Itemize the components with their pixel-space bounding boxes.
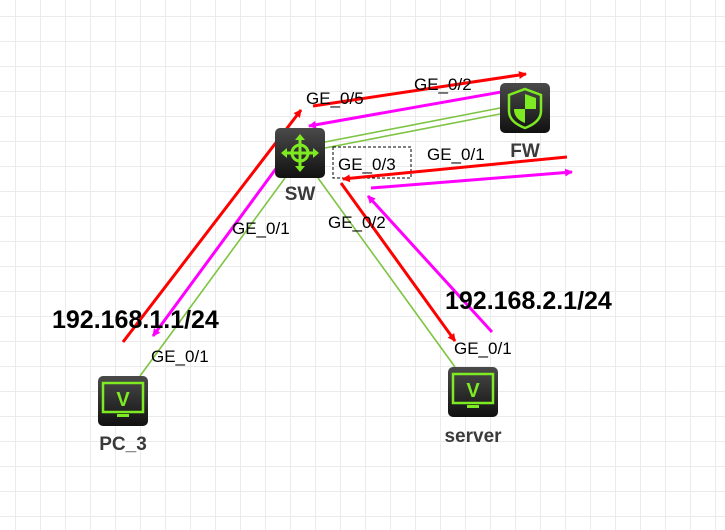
arrow-sw-to-fw-reply: [370, 168, 573, 190]
arrow-fw-to-sw-reply: [308, 87, 519, 129]
node-sw[interactable]: SW: [275, 128, 325, 205]
svg-text:V: V: [466, 380, 480, 402]
port-label: GE_0/2: [414, 75, 472, 94]
link-sw-server[interactable]: [317, 177, 456, 368]
port-selection-box: [332, 146, 412, 179]
arrow-server-to-sw-reply: [366, 194, 494, 334]
link-sw-pc[interactable]: [139, 177, 286, 377]
port-label: GE_0/1: [151, 347, 209, 366]
ip-label-server: 192.168.2.1/24: [445, 287, 612, 315]
node-label: server: [444, 426, 502, 447]
arrow-sw-to-fw: [312, 71, 527, 108]
port-label: GE_0/1: [454, 339, 512, 358]
pc-monitor-icon: [448, 367, 498, 417]
link-sw-fw-2[interactable]: [324, 113, 501, 149]
node-pc[interactable]: V PC_3: [98, 376, 148, 455]
port-label: GE_0/2: [328, 213, 386, 232]
arrow-fw-to-sw: [342, 155, 568, 183]
port-label: GE_0/3: [338, 155, 396, 174]
port-label: GE_0/5: [306, 89, 364, 108]
node-fw[interactable]: FW: [500, 83, 550, 162]
arrow-sw-to-server: [339, 182, 457, 342]
node-label: FW: [510, 141, 540, 162]
port-label: GE_0/1: [427, 145, 485, 164]
arrow-sw-to-pc-reply: [151, 139, 299, 337]
pc-monitor-icon: [98, 376, 148, 426]
svg-text:V: V: [116, 389, 130, 411]
ip-label-pc: 192.168.1.1/24: [52, 306, 219, 334]
node-server[interactable]: V server: [444, 367, 502, 447]
node-label: PC_3: [99, 434, 147, 455]
node-label: SW: [285, 184, 316, 205]
link-sw-fw-1[interactable]: [324, 107, 501, 143]
arrow-pc-to-sw: [121, 109, 303, 343]
port-label: GE_0/1: [232, 219, 290, 238]
